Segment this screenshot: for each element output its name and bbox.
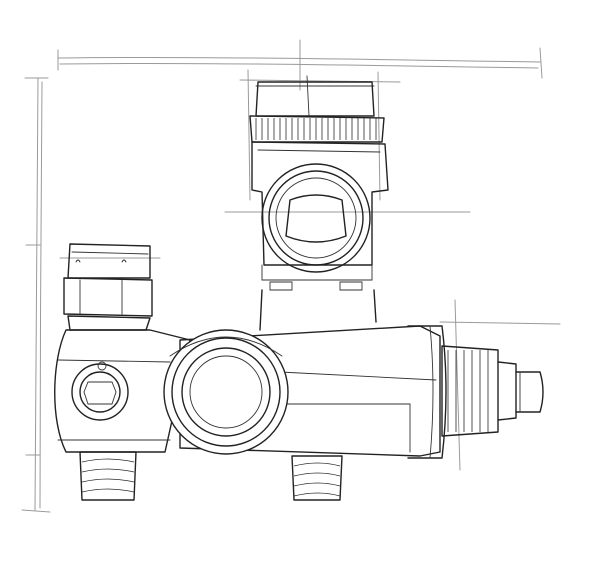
construction-lines bbox=[21, 39, 561, 513]
right-horizontal-barrel bbox=[407, 325, 447, 459]
top-knurled-cap bbox=[249, 75, 385, 143]
upper-body-with-round-port bbox=[251, 141, 389, 331]
left-side-port bbox=[54, 329, 191, 453]
bottom-right-threaded-spigot bbox=[291, 455, 343, 501]
main-central-port bbox=[163, 325, 441, 457]
bottom-left-threaded-spigot bbox=[79, 451, 137, 501]
left-knurled-nut bbox=[63, 243, 153, 331]
right-end-fitting bbox=[441, 345, 544, 437]
